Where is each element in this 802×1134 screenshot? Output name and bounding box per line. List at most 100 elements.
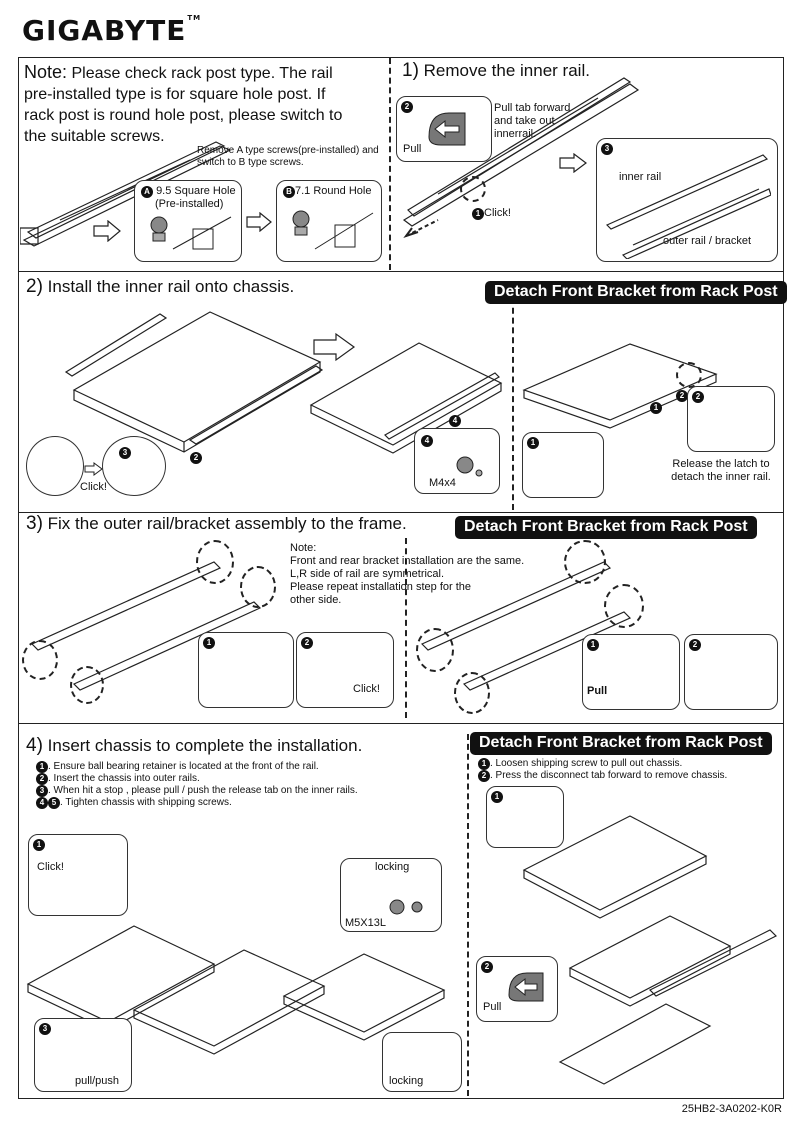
screw-size-label: M4x4 bbox=[429, 477, 456, 489]
square-hole-sub: (Pre-installed) bbox=[155, 198, 224, 210]
release-latch-panel: 2 bbox=[687, 386, 775, 452]
step-badge: 3 bbox=[119, 447, 131, 459]
bracket-step2-panel: 2 Click! bbox=[296, 632, 394, 708]
release-latch-text: Release the latch to detach the inner ra… bbox=[671, 458, 771, 483]
pull-bracket-panel: 1 Pull bbox=[582, 634, 680, 710]
step-badge: 3 bbox=[601, 143, 613, 155]
screw-icon bbox=[456, 456, 483, 477]
step-badge: 1 bbox=[527, 437, 539, 449]
step-badge: 2 bbox=[190, 452, 202, 464]
locking-label: locking bbox=[389, 1075, 424, 1087]
rack-post-highlight bbox=[22, 640, 58, 680]
section-divider bbox=[19, 723, 783, 724]
step-badge: 2 bbox=[676, 390, 688, 402]
disconnect-tab-panel: 2 Pull bbox=[476, 956, 558, 1022]
step-badge: 2 bbox=[689, 639, 701, 651]
screw-icon bbox=[292, 210, 377, 257]
click-label: Click! bbox=[353, 683, 380, 695]
rack-post-note: Note: Please check rack post type. The r… bbox=[24, 62, 359, 147]
ball-bearing-panel: 1 Click! bbox=[28, 834, 128, 916]
screw-instruction: Remove A type screws(pre-installed) and … bbox=[197, 145, 379, 168]
screw-panel: 4 M4x4 bbox=[414, 428, 500, 494]
dashed-divider bbox=[512, 298, 514, 510]
screw-icon bbox=[389, 899, 423, 915]
locking-detail-panel: locking bbox=[382, 1032, 462, 1092]
step4-instructions: 1. Ensure ball bearing retainer is locat… bbox=[36, 761, 446, 809]
pull-tab-instruction: Pull tab forward and take out innerrail. bbox=[494, 102, 571, 140]
instruction-frame bbox=[18, 57, 784, 1099]
pull-label: Pull bbox=[483, 1001, 502, 1013]
step-badge: 3 bbox=[39, 1023, 51, 1035]
inner-rail-label: inner rail bbox=[619, 171, 662, 183]
step1-title: 1) Remove the inner rail. bbox=[402, 60, 590, 81]
bracket-removed-panel: 2 bbox=[684, 634, 778, 710]
rack-post-highlight bbox=[240, 566, 276, 608]
rack-post-highlight bbox=[604, 584, 644, 628]
arrow-right-icon bbox=[245, 212, 273, 232]
arrow-right-icon bbox=[92, 220, 122, 242]
pull-label: Pull bbox=[587, 685, 608, 697]
step-badge: 4 bbox=[449, 415, 461, 427]
step-badge: 2 bbox=[481, 961, 493, 973]
locking-label: locking bbox=[375, 861, 410, 873]
pull-tab-panel: 2 Pull bbox=[396, 96, 492, 162]
step4-title: 4) Insert chassis to complete the instal… bbox=[26, 735, 363, 756]
step-badge: 2 bbox=[401, 101, 413, 113]
section-divider bbox=[19, 271, 783, 272]
detach-instructions: 1. Loosen shipping screw to pull out cha… bbox=[478, 758, 778, 782]
arrow-right-icon bbox=[312, 332, 356, 362]
note-text: Please check rack post type. The rail pr… bbox=[24, 65, 343, 145]
step2-title: 2) Install the inner rail onto chassis. bbox=[26, 276, 295, 297]
bracket-step1-panel: 1 bbox=[198, 632, 294, 708]
square-hole-label: A 9.5 Square Hole bbox=[141, 185, 236, 198]
latch-highlight bbox=[460, 176, 486, 202]
rack-post-highlight bbox=[564, 540, 606, 584]
step-badge: 1 bbox=[587, 639, 599, 651]
arrow-right-icon bbox=[558, 153, 588, 173]
step3-title: 3) Fix the outer rail/bracket assembly t… bbox=[26, 513, 407, 534]
loosen-screw-panel: 1 bbox=[486, 786, 564, 848]
separated-rails-panel: 3 inner rail outer rail / bracket bbox=[596, 138, 778, 262]
step3-detach-banner: Detach Front Bracket from Rack Post bbox=[455, 516, 757, 539]
latch-highlight bbox=[676, 362, 702, 388]
pull-label: Pull bbox=[403, 143, 422, 155]
rail-illustration bbox=[20, 140, 235, 250]
chassis-insertion-illustration bbox=[24, 850, 454, 1080]
screw-size-label: M5X13L bbox=[345, 917, 386, 929]
rack-post-highlight bbox=[454, 672, 490, 714]
dashed-divider bbox=[405, 538, 407, 718]
rack-post-highlight bbox=[70, 666, 104, 704]
step3-note: Note: Front and rear bracket installatio… bbox=[290, 542, 525, 606]
dashed-divider bbox=[467, 734, 469, 1096]
dashed-divider bbox=[389, 58, 391, 270]
step-badge: 1 bbox=[491, 791, 503, 803]
pull-tab-icon bbox=[425, 107, 469, 151]
release-tab-panel: 3 pull/push bbox=[34, 1018, 132, 1092]
square-hole-panel: A 9.5 Square Hole (Pre-installed) bbox=[134, 180, 242, 262]
chassis-removal-illustration bbox=[470, 800, 780, 1090]
screw-icon bbox=[150, 216, 235, 257]
pull-tab-icon bbox=[505, 967, 549, 1007]
step-badge: 1 bbox=[33, 839, 45, 851]
note-label: Note: bbox=[24, 62, 68, 82]
rails-separated-icon bbox=[603, 149, 771, 259]
step-badge: 2 bbox=[692, 391, 704, 403]
zoom-circle-latch: 3 bbox=[102, 436, 166, 496]
outer-rail-label: outer rail / bracket bbox=[663, 235, 752, 247]
rack-post-highlight bbox=[416, 628, 454, 672]
click-label: Click! bbox=[80, 481, 107, 493]
chassis-detach-illustration bbox=[520, 340, 720, 440]
step-badge: 2 bbox=[301, 637, 313, 649]
click-label: Click! bbox=[37, 861, 64, 873]
zoom-circle-latch bbox=[26, 436, 84, 496]
part-number: 25HB2-3A0202-K0R bbox=[681, 1103, 782, 1115]
rack-post-highlight bbox=[196, 540, 234, 584]
detach-step1-panel: 1 bbox=[522, 432, 604, 498]
chassis-with-rail-illustration bbox=[305, 335, 505, 455]
arrow-right-icon bbox=[84, 462, 104, 476]
pull-push-label: pull/push bbox=[75, 1075, 120, 1087]
chassis-illustration bbox=[60, 300, 330, 460]
